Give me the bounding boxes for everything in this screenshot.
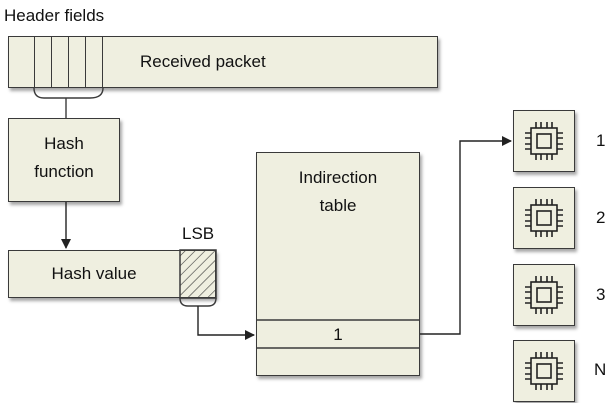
cpu-box-3 (513, 264, 575, 326)
cpu-label-2: 2 (596, 208, 606, 227)
lsb-hatched-region (179, 249, 217, 299)
received-packet-box (8, 36, 438, 88)
indirection-table-label-line2: table (319, 196, 357, 215)
hash-function-box (8, 118, 120, 202)
cpu-box-n (513, 340, 575, 402)
lsb-to-table-arrow (197, 306, 255, 340)
chip-icon (524, 351, 564, 391)
header-field-cell (85, 36, 103, 88)
hash-function-label-line1: Hash (44, 134, 84, 153)
lsb-brace (179, 297, 217, 307)
hash-function-label-line2: function (34, 162, 94, 181)
header-fields-brace (33, 87, 104, 99)
cpu-label-3: 3 (596, 285, 606, 304)
lsb-label: LSB (182, 224, 215, 243)
cpu-label-n: N (594, 360, 607, 379)
header-fields-label: Header fields (4, 6, 105, 25)
chip-icon (525, 122, 563, 160)
received-packet-label: Received packet (140, 52, 266, 71)
chip-icon (524, 198, 564, 238)
cpu-box-2 (513, 187, 575, 249)
table-to-cpu-arrow (420, 136, 512, 335)
chip-icon (524, 275, 564, 315)
cpu-box-1 (513, 110, 575, 172)
indirection-table-label-line1: Indirection (298, 168, 378, 187)
indirection-table-box (256, 152, 420, 376)
indirection-table-entry: 1 (333, 325, 343, 344)
hash-value-label: Hash value (51, 264, 137, 283)
cpu-label-1: 1 (596, 131, 606, 150)
